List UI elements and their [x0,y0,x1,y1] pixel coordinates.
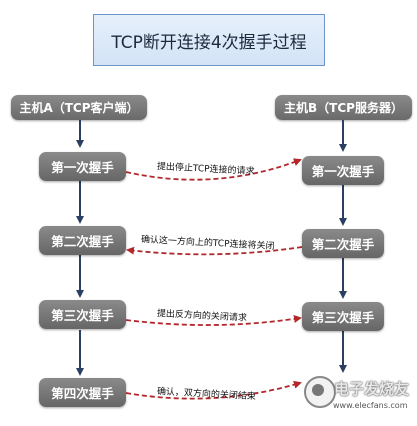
watermark-url: www.elecfans.com [333,401,408,410]
step-a-third-handshake: 第三次握手 [39,300,126,329]
step-a-second-handshake: 第二次握手 [39,226,126,255]
message-arrow-2 [126,246,303,256]
message-arrow-3 [125,314,302,326]
diagram-title: TCP断开连接4次握手过程 [93,14,325,66]
watermark-text: 电子发烧友 [334,380,410,398]
watermark-logo-icon [304,376,336,408]
step-b-third-handshake: 第三次握手 [302,302,384,331]
host-a-client: 主机A（TCP客户端） [11,95,147,120]
step-b-first-handshake: 第一次握手 [302,156,384,185]
step-b-second-handshake: 第二次握手 [302,229,384,258]
host-b-server: 主机B（TCP服务器） [275,95,412,120]
step-a-first-handshake: 第一次握手 [39,152,126,181]
message-arrow-1 [125,158,302,181]
step-a-fourth-handshake: 第四次握手 [39,378,126,407]
watermark: 电子发烧友 www.elecfans.com [300,372,417,418]
message-arrow-4 [125,380,302,400]
